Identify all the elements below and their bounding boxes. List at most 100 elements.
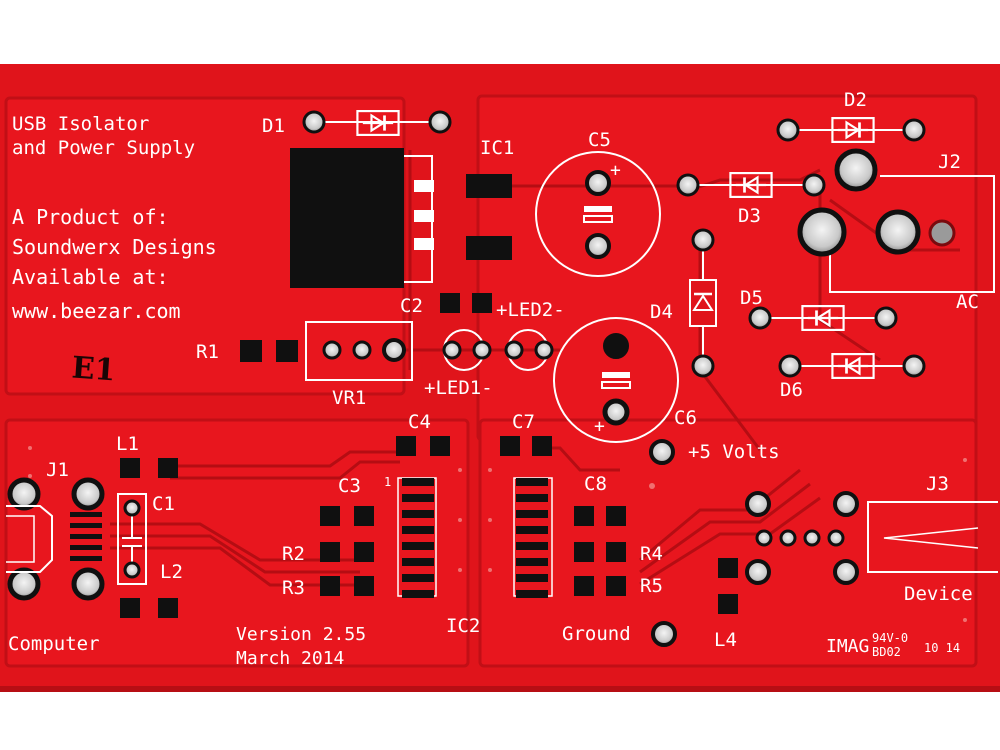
label-c2: C2 <box>400 295 423 317</box>
label-led2: +LED2- <box>496 299 565 321</box>
label-computer: Computer <box>8 633 100 655</box>
dc-jack-j2: J2 AC <box>797 148 995 313</box>
plated-hole-icon <box>755 529 773 547</box>
label-c1: C1 <box>152 493 175 515</box>
inductor-l1: L1 <box>116 433 178 478</box>
board-edge-shadow <box>0 686 1000 692</box>
usb-connector-j1: J1 Computer <box>6 459 105 655</box>
smd-pad-icon <box>516 574 548 582</box>
handwritten-mark: E1 <box>71 350 117 388</box>
stitching-vias <box>28 446 967 622</box>
smd-pad-icon <box>718 558 738 578</box>
smd-pad-icon <box>70 523 102 528</box>
diode-d3: D3 <box>676 172 826 227</box>
led-led1: +LED1- <box>424 329 493 399</box>
smd-pad-icon <box>516 510 548 518</box>
plated-hole-icon <box>779 529 797 547</box>
smd-pad-icon <box>158 598 178 618</box>
smd-pad-icon <box>430 436 450 456</box>
smd-pad-icon <box>70 512 102 517</box>
label-j3: J3 <box>926 473 949 495</box>
smd-pad-icon <box>500 436 520 456</box>
smd-pad-icon <box>402 574 434 582</box>
smd-pad-icon <box>320 542 340 562</box>
smd-pad-icon <box>606 542 626 562</box>
label-version: Version 2.55 <box>236 624 366 645</box>
fab-code-main: IMAG <box>826 636 869 657</box>
trimmer-vr1: VR1 <box>305 321 413 409</box>
label-5-volts: +5 Volts <box>688 441 780 463</box>
fab-code-sub: BD02 <box>872 645 901 659</box>
plated-hole-icon <box>902 118 926 142</box>
label-j2: J2 <box>938 151 961 173</box>
smd-pad-icon <box>320 576 340 596</box>
ic1-regulator-footprint: IC1 <box>290 137 514 288</box>
label-r3: R3 <box>282 577 305 599</box>
plated-hole-icon <box>7 567 41 601</box>
plated-hole-icon <box>382 338 406 362</box>
plated-hole-icon <box>603 333 629 359</box>
label-j1: J1 <box>46 459 69 481</box>
test-point-ground: Ground <box>562 621 677 647</box>
product-line-1: A Product of: <box>12 205 169 229</box>
smd-pad-icon <box>354 576 374 596</box>
plated-hole-icon <box>428 110 452 134</box>
plated-hole-icon <box>797 207 847 257</box>
smd-pad-icon <box>516 494 548 502</box>
label-d2: D2 <box>844 89 867 111</box>
smd-pad-icon <box>516 590 548 598</box>
led-led2: +LED2- <box>496 299 565 371</box>
label-ground: Ground <box>562 623 631 645</box>
diode-d5: D5 <box>740 287 898 331</box>
plated-hole-icon <box>352 340 372 360</box>
smd-pad-icon <box>516 478 548 486</box>
capacitor-c5: C5 + <box>535 129 661 277</box>
smd-pad-icon <box>70 556 102 561</box>
plated-hole-icon <box>651 621 677 647</box>
plated-hole-icon <box>676 173 700 197</box>
ic2-soic-right-half <box>513 477 553 598</box>
label-r5: R5 <box>640 575 663 597</box>
plated-hole-icon <box>691 228 715 252</box>
plated-hole-icon <box>874 306 898 330</box>
label-r2: R2 <box>282 543 305 565</box>
plated-hole-icon <box>745 559 771 585</box>
smd-pad-icon <box>158 458 178 478</box>
diode-d4: D4 <box>650 228 717 378</box>
capacitor-c8: C8 <box>574 473 626 526</box>
label-d6: D6 <box>780 379 803 401</box>
smd-pad-icon <box>70 534 102 539</box>
plated-hole-icon <box>833 559 859 585</box>
plated-hole-icon <box>778 354 802 378</box>
smd-pad-icon <box>606 576 626 596</box>
label-ac: AC <box>956 291 979 313</box>
inductor-l4: L4 <box>714 558 738 651</box>
capacitor-c7: C7 <box>500 411 552 456</box>
plated-hole-icon <box>745 491 771 517</box>
ic2-soic-left-half: 1 <box>384 475 437 598</box>
smd-pad-icon <box>402 478 434 486</box>
available-line-2: www.beezar.com <box>12 299 181 323</box>
label-l4: L4 <box>714 629 737 651</box>
capacitor-c1: C1 <box>117 493 175 585</box>
label-c3: C3 <box>338 475 361 497</box>
smd-pad-icon <box>466 236 512 260</box>
smd-pad-icon <box>402 590 434 598</box>
label-ic1: IC1 <box>480 137 514 159</box>
smd-pad-icon <box>440 293 460 313</box>
smd-pad-icon <box>466 174 512 198</box>
plated-hole-icon <box>472 340 492 360</box>
capacitor-c6: + C6 <box>553 317 697 443</box>
smd-pad-icon <box>354 542 374 562</box>
smd-pad-icon <box>574 576 594 596</box>
label-r1: R1 <box>196 341 219 363</box>
svg-text:+: + <box>610 160 621 181</box>
plated-hole-icon <box>442 340 462 360</box>
label-c7: C7 <box>512 411 535 433</box>
label-d3: D3 <box>738 205 761 227</box>
smd-pad-icon <box>402 542 434 550</box>
label-c8: C8 <box>584 473 607 495</box>
plated-hole-icon <box>776 118 800 142</box>
plated-hole-icon <box>602 398 630 426</box>
